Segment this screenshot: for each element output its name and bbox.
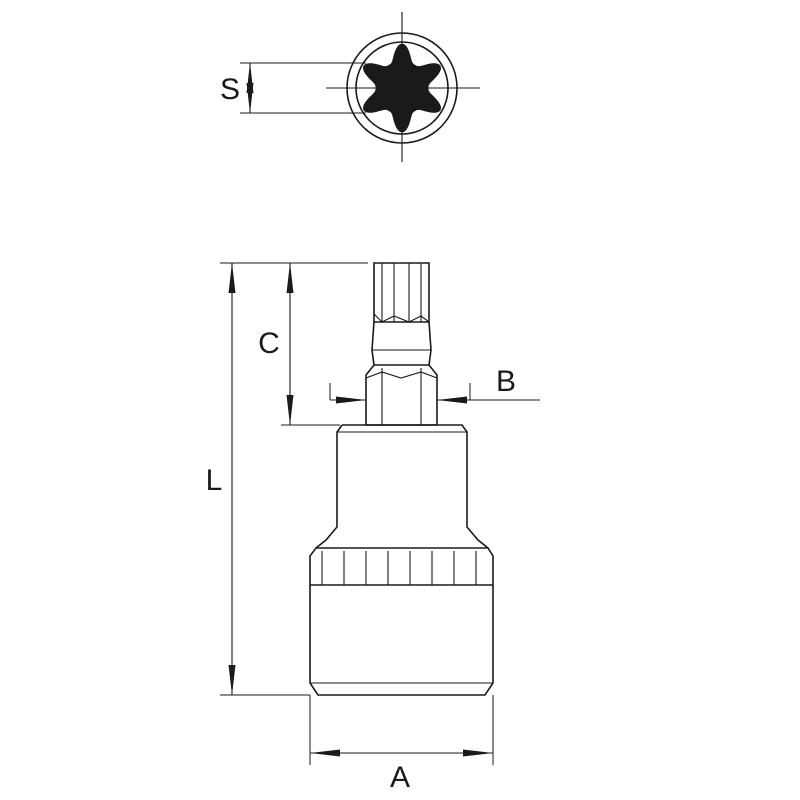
s-label: S [220, 73, 240, 106]
c-label: C [258, 327, 280, 360]
socket-upper-body [315, 424, 489, 549]
torx-star-shape [362, 43, 442, 133]
top-view [326, 12, 480, 162]
bit-shank [365, 262, 438, 426]
top-view-outer-circle [346, 32, 458, 144]
dimension-b: B [329, 365, 540, 404]
knurl-lines [321, 551, 477, 585]
a-label: A [390, 761, 410, 794]
b-label: B [496, 365, 516, 398]
knurled-band [309, 547, 494, 586]
socket-lower-body [309, 585, 494, 696]
torx-star-profile [362, 43, 442, 133]
dimension-l: L [206, 262, 368, 696]
top-view-inner-circle [355, 41, 449, 135]
hex-chamfer-line [365, 371, 438, 379]
knurl-band-outline [309, 547, 494, 586]
bit-neck [371, 321, 432, 366]
bit-flute-ends [373, 313, 430, 323]
dimension-a: A [309, 695, 494, 794]
dimension-c: C [258, 263, 340, 426]
l-label: L [206, 464, 223, 497]
dimension-s: S [220, 62, 366, 114]
side-view [309, 262, 494, 696]
